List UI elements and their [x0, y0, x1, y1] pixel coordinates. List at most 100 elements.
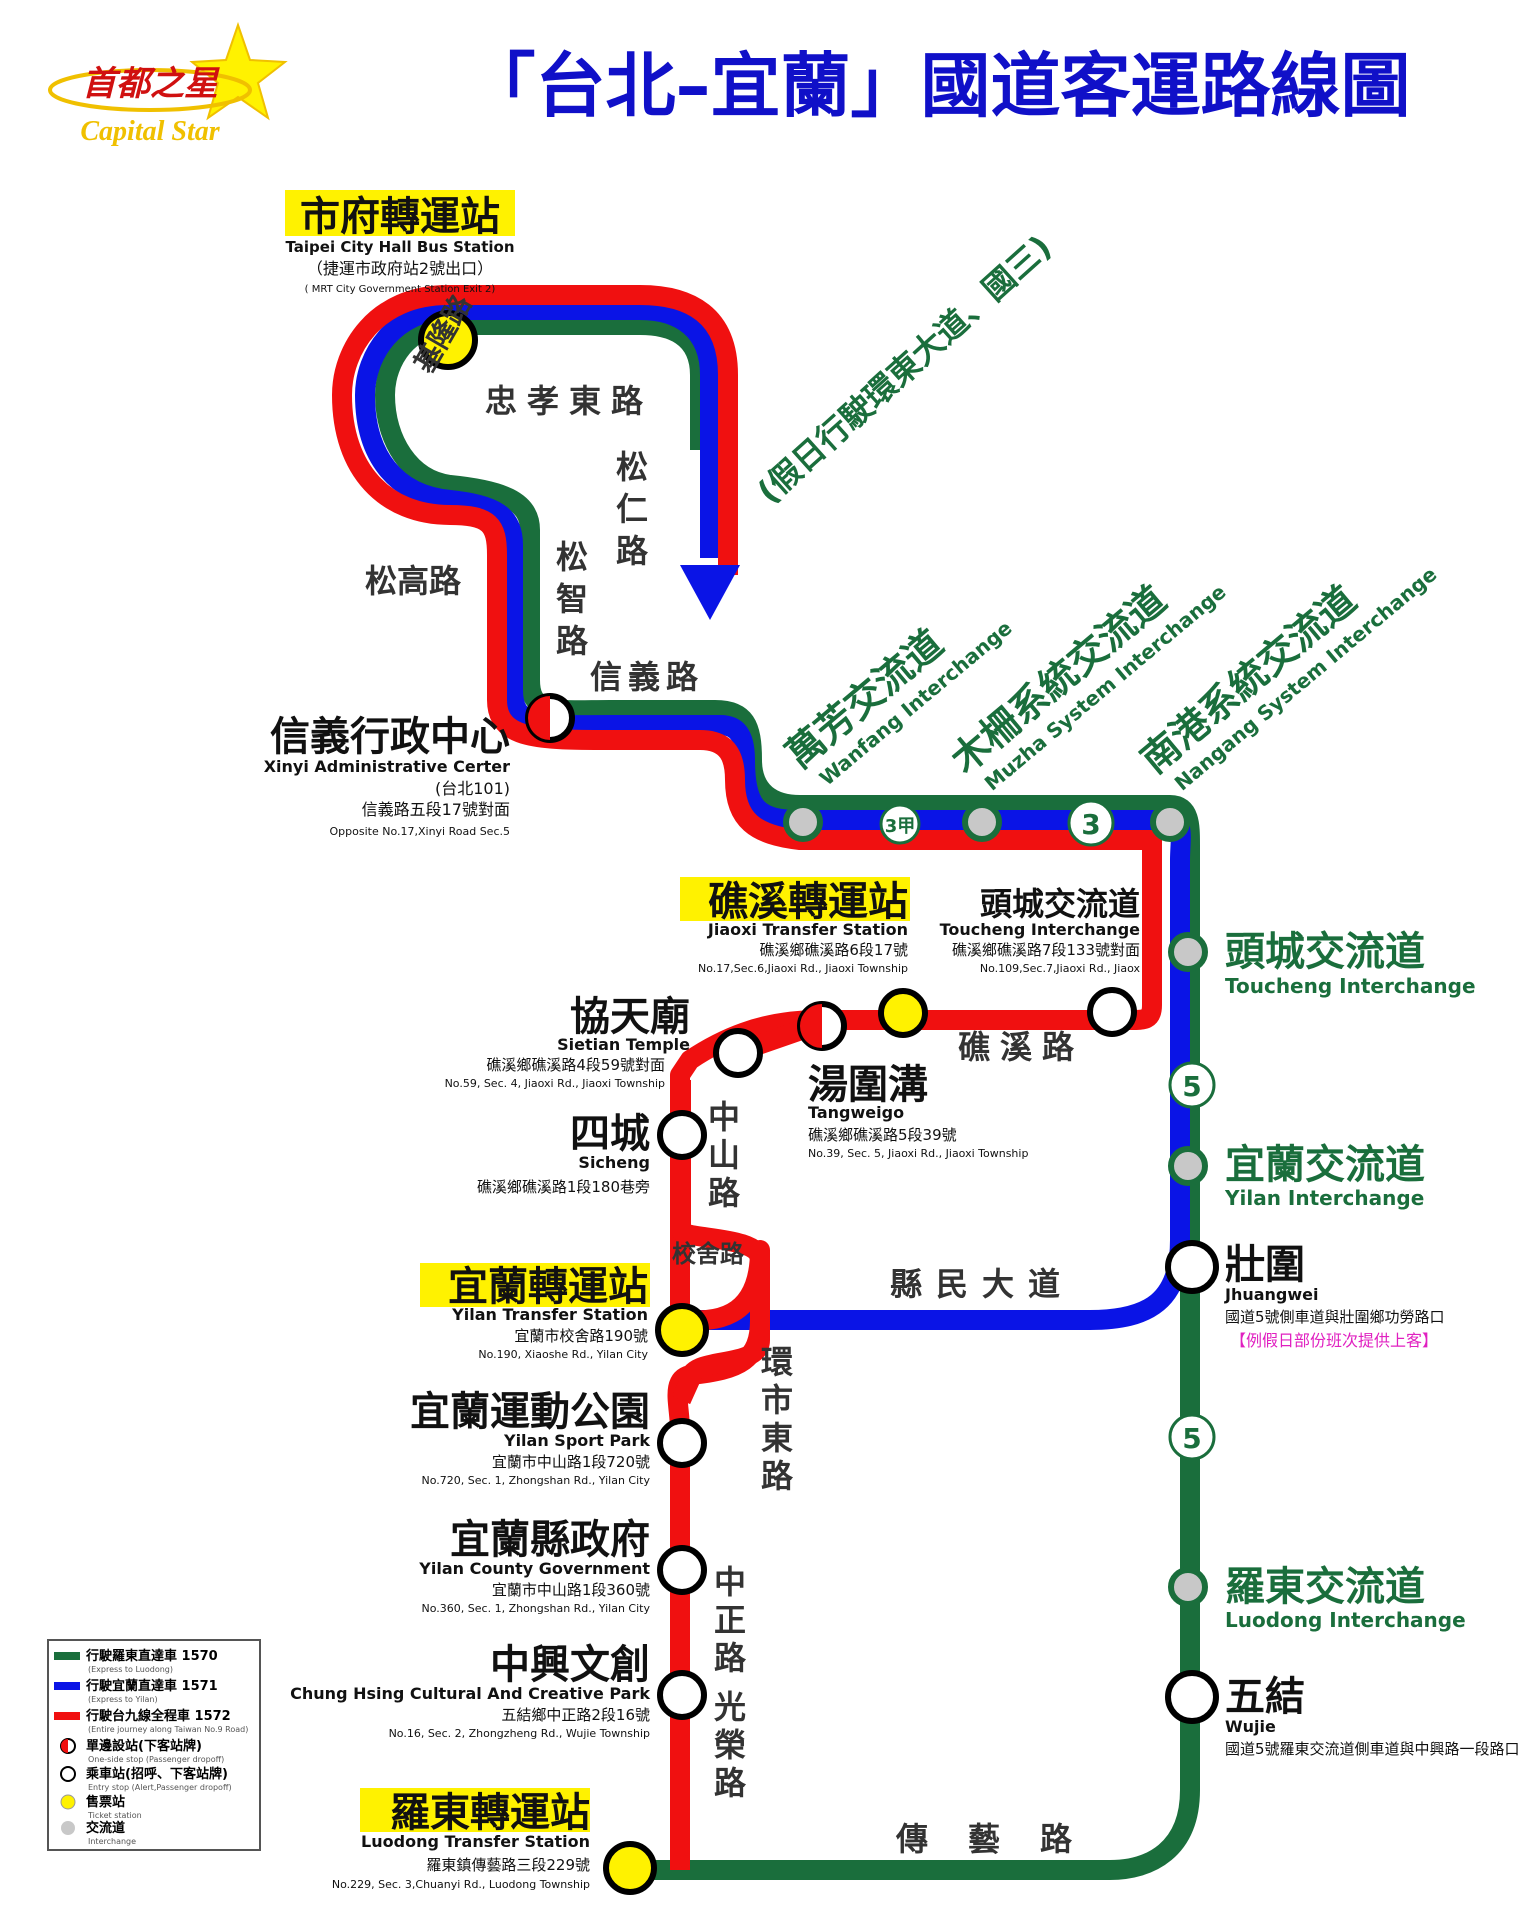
legend-entry-en: Entry stop (Alert,Passenger dropoff) — [88, 1783, 232, 1792]
legend-interchange-en: Interchange — [88, 1837, 136, 1846]
station-sietian-addr-zh: 礁溪鄉礁溪路4段59號對面 — [486, 1056, 665, 1074]
station-tangweigo-addr-en: No.39, Sec. 5, Jiaoxi Rd., Jiaoxi Townsh… — [808, 1147, 1028, 1160]
ticket-station-cityhall — [418, 310, 478, 370]
svg-text:5: 5 — [1182, 1070, 1201, 1103]
shield-prov3a: 3甲 — [879, 803, 921, 845]
legend-entry-icon — [60, 1766, 76, 1782]
entry-stop-sportpark — [657, 1418, 707, 1468]
station-cityhall-zh: 市府轉運站 — [300, 194, 500, 240]
station-wujie-en: Wujie — [1225, 1717, 1276, 1736]
station-tangweigo-zh: 湯圍溝 — [808, 1062, 928, 1108]
legend-1570-zh: 行駛羅東直達車 1570 — [85, 1648, 218, 1664]
station-jhuangwei-zh: 壯圍 — [1225, 1242, 1305, 1288]
entry-stop-toucheng — [1087, 987, 1137, 1037]
shield-nat5-a: 5 — [1168, 1061, 1216, 1109]
legend-interchange-icon — [61, 1821, 75, 1835]
station-wujie-addr-zh: 國道5號羅東交流道側車道與中興路一段路口 — [1225, 1740, 1520, 1758]
station-sportpark-addr-en: No.720, Sec. 1, Zhongshan Rd., Yilan Cit… — [422, 1474, 651, 1487]
station-sietian-zh: 協天廟 — [570, 994, 690, 1040]
entry-stop-wujie — [1165, 1670, 1219, 1724]
shield-nat3: 3 — [1067, 799, 1115, 847]
shield-nat5-b: 5 — [1168, 1413, 1216, 1461]
road-label-xiaoshe: 校舍路 — [672, 1240, 745, 1268]
legend-1571-en: (Express to Yilan) — [88, 1695, 158, 1704]
station-sportpark-en: Yilan Sport Park — [503, 1431, 650, 1450]
ic-label-luodong-en: Luodong Interchange — [1225, 1608, 1466, 1632]
legend-oneside-zh: 單邊設站(下客站牌) — [86, 1738, 202, 1754]
interchange-dot-luodong — [1168, 1567, 1208, 1607]
station-luodong-en: Luodong Transfer Station — [361, 1832, 590, 1851]
station-yilan-en: Yilan Transfer Station — [451, 1305, 648, 1324]
station-sportpark-zh: 宜蘭運動公園 — [410, 1389, 650, 1435]
entry-stop-jhuangwei — [1165, 1240, 1219, 1294]
station-yilan-zh: 宜蘭轉運站 — [448, 1264, 648, 1310]
station-toucheng-zh: 頭城交流道 — [980, 885, 1140, 923]
entry-stop-sicheng — [657, 1110, 707, 1160]
entry-stop-countygov — [657, 1545, 707, 1595]
entry-stop-chunghsing — [657, 1670, 707, 1720]
station-countygov-addr-en: No.360, Sec. 1, Zhongshan Rd., Yilan Cit… — [422, 1602, 651, 1615]
legend: 行駛羅東直達車 1570 (Express to Luodong) 行駛宜蘭直達… — [47, 1639, 261, 1851]
legend-entry-zh: 乘車站(招呼、下客站牌) — [85, 1766, 228, 1782]
legend-1570-en: (Express to Luodong) — [88, 1665, 173, 1674]
station-tangweigo-addr-zh: 礁溪鄉礁溪路5段39號 — [808, 1126, 957, 1144]
station-yilan-addr-en: No.190, Xiaoshe Rd., Yilan City — [478, 1348, 648, 1361]
station-labels: 市府轉運站 Taipei City Hall Bus Station （捷運市政… — [264, 190, 1520, 1891]
station-jiaoxi-zh: 礁溪轉運站 — [708, 879, 908, 925]
station-luodong-addr-en: No.229, Sec. 3,Chuanyi Rd., Luodong Town… — [332, 1878, 590, 1891]
legend-ticket-zh: 售票站 — [86, 1794, 125, 1810]
station-xinyi-addr-en: Opposite No.17,Xinyi Road Sec.5 — [330, 825, 511, 838]
ic-label-toucheng-zh: 頭城交流道 — [1225, 929, 1425, 975]
legend-1572-zh: 行駛台九線全程車 1572 — [85, 1708, 231, 1724]
page-title: 「台北–宜蘭」國道客運路線圖 — [466, 45, 1411, 127]
ic-label-yilan-en: Yilan Interchange — [1224, 1186, 1424, 1210]
road-label-huanshi: 環市東路 — [756, 1345, 794, 1497]
station-cityhall-addr-zh: （捷運市政府站2號出口） — [307, 259, 493, 278]
legend-ticket-icon — [60, 1794, 76, 1810]
station-tangweigo-en: Tangweigo — [808, 1103, 904, 1122]
entry-stop-sietian — [713, 1028, 763, 1078]
station-cityhall-en: Taipei City Hall Bus Station — [286, 238, 515, 256]
station-chunghsing-addr-en: No.16, Sec. 2, Zhongzheng Rd., Wujie Tow… — [389, 1727, 650, 1740]
station-markers — [418, 310, 1219, 1895]
svg-text:首都之星: 首都之星 — [82, 64, 220, 104]
station-countygov-addr-zh: 宜蘭市中山路1段360號 — [492, 1581, 650, 1599]
station-cityhall-addr-en: ( MRT City Government Station Exit 2) — [305, 284, 496, 295]
oneside-stop-xinyi — [525, 693, 575, 743]
station-jiaoxi-en: Jiaoxi Transfer Station — [707, 920, 908, 939]
station-chunghsing-en: Chung Hsing Cultural And Creative Park — [290, 1684, 650, 1703]
station-toucheng-en: Toucheng Interchange — [940, 920, 1141, 939]
interchange-dot-nangang — [1150, 802, 1190, 842]
road-label-xinyi: 信義路 — [590, 658, 704, 696]
ticket-station-luodong — [603, 1841, 657, 1895]
station-xinyi-sub: (台北101) — [435, 779, 510, 798]
route-line-1571 — [355, 300, 1191, 1330]
ic-label-yilan-zh: 宜蘭交流道 — [1225, 1142, 1425, 1188]
station-jiaoxi-addr-en: No.17,Sec.6,Jiaoxi Rd., Jiaoxi Township — [698, 962, 908, 975]
road-label-songgao: 松高路 — [365, 562, 462, 600]
svg-text:3: 3 — [1081, 808, 1100, 841]
station-toucheng-addr-zh: 礁溪鄉礁溪路7段133號對面 — [952, 941, 1140, 959]
oneside-stop-tangweigo — [797, 1001, 847, 1051]
station-luodong-addr-zh: 羅東鎮傳藝路三段229號 — [426, 1856, 590, 1874]
road-label-jiaoxi: 礁溪路 — [958, 1028, 1084, 1066]
interchange-dot-yilan — [1168, 1146, 1208, 1186]
svg-text:Capital Star: Capital Star — [80, 116, 220, 147]
station-xinyi-zh: 信義行政中心 — [270, 714, 510, 760]
station-xinyi-en: Xinyi Administrative Certer — [264, 757, 510, 776]
ic-label-luodong-zh: 羅東交流道 — [1225, 1564, 1425, 1610]
station-jhuangwei-note: 【例假日部份班次提供上客】 — [1230, 1331, 1438, 1350]
legend-oneside-en: One-side stop (Passenger dropoff) — [88, 1755, 224, 1764]
road-label-zhongxiao: 忠孝東路 — [485, 382, 653, 420]
interchange-dot-wanfang — [783, 802, 823, 842]
station-wujie-zh: 五結 — [1225, 1674, 1305, 1720]
ticket-station-jiaoxi — [878, 988, 928, 1038]
station-yilan-addr-zh: 宜蘭市校舍路190號 — [514, 1327, 648, 1345]
legend-ticket-en: Ticket station — [87, 1811, 142, 1820]
legend-oneside-icon — [60, 1738, 76, 1754]
road-label-guangrong: 光榮路 — [709, 1690, 747, 1804]
interchange-markers — [783, 802, 1208, 1607]
road-labels: 忠孝東路 基隆路 松仁路 松高路 松智路 信義路 礁溪路 中山路 校舍路 縣民大… — [365, 288, 1084, 1858]
station-sicheng-addr-zh: 礁溪鄉礁溪路1段180巷旁 — [477, 1178, 650, 1196]
